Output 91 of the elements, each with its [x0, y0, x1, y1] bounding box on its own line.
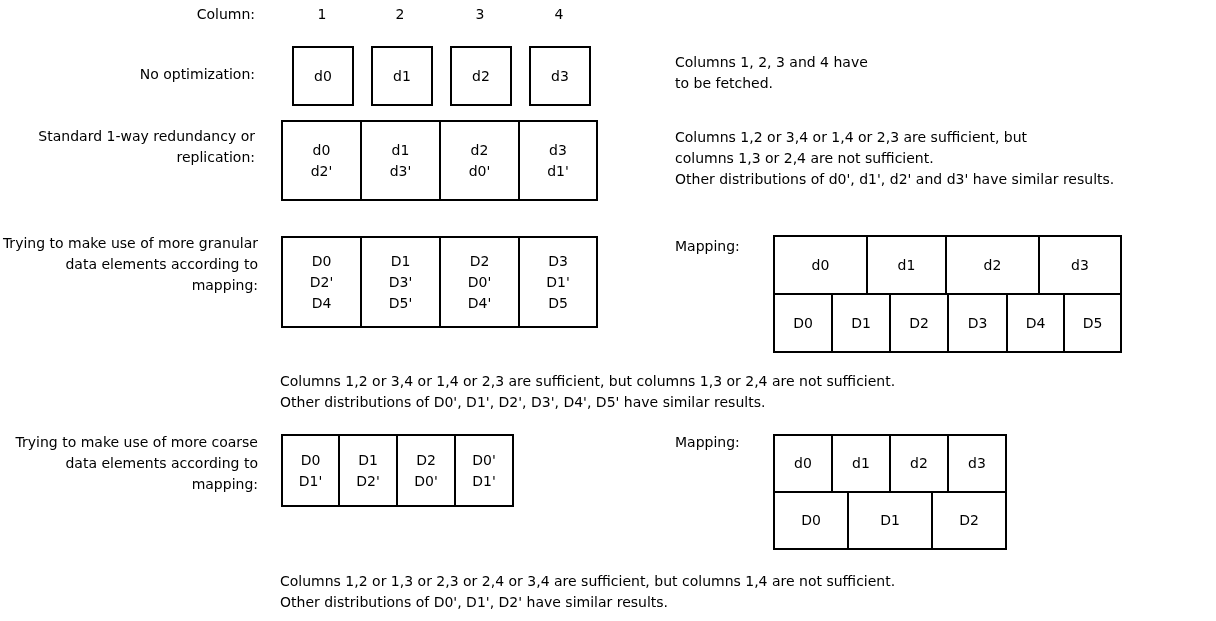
data-element-label: d1 — [391, 140, 410, 160]
data-element-label: d2' — [310, 161, 333, 181]
data-element-label: D1 — [390, 251, 411, 271]
column-number: 4 — [553, 5, 565, 24]
data-block — [360, 236, 441, 328]
row-label: Trying to make use of more granular data elements according to mapping: — [1, 234, 258, 295]
data-element-label: D2 — [469, 251, 490, 271]
data-block — [281, 236, 362, 328]
data-block — [947, 434, 1007, 493]
data-element-label: d0 — [312, 140, 331, 160]
note-text: Columns 1,2 or 3,4 or 1,4 or 2,3 are sufficient, but columns 1,3 or 2,4 are not sufficient. — [675, 128, 1029, 168]
data-element-label: D0 — [793, 313, 813, 333]
note-text: Other distributions of d0', d1', d2' and d3' have similar results. — [675, 170, 1115, 189]
note-text: Columns 1,2 or 3,4 or 1,4 or 2,3 are sufficient, but columns 1,3 or 2,4 are not sufficient. — [280, 372, 896, 391]
data-element-label: d3 — [549, 140, 567, 160]
data-block — [454, 434, 514, 507]
data-block — [281, 434, 340, 507]
data-block — [773, 235, 868, 295]
data-element-label: d2 — [470, 140, 489, 160]
data-element-label: d0' — [468, 161, 491, 181]
data-element-label: D3 — [548, 251, 568, 271]
row-header: Column: — [195, 5, 255, 24]
data-element-label: D5 — [548, 293, 568, 313]
data-block — [281, 120, 362, 201]
data-block — [518, 236, 598, 328]
note-text: Other distributions of D0', D1', D2' have similar results. — [280, 593, 669, 612]
data-element-label: d3 — [551, 66, 569, 86]
data-element-label: D0' — [467, 272, 492, 292]
mapping-label: Mapping: — [675, 237, 740, 256]
data-block — [773, 434, 833, 493]
data-element-label: D1 — [880, 511, 900, 530]
data-block — [292, 46, 354, 106]
data-element-label: d2 — [472, 66, 490, 86]
data-element-label: D5 — [1082, 313, 1103, 333]
column-number: 3 — [474, 5, 486, 24]
data-element-label: D0 — [311, 251, 332, 271]
data-element-label: D1 — [358, 450, 378, 470]
data-block — [450, 46, 512, 106]
data-block — [396, 434, 456, 507]
data-element-label: D0 — [801, 511, 821, 530]
data-block — [931, 491, 1007, 550]
data-element-label: d1 — [393, 66, 411, 86]
data-element-label: D5' — [388, 293, 413, 313]
data-element-label: d2 — [910, 454, 928, 473]
data-block — [773, 491, 849, 550]
note-text: Columns 1, 2, 3 and 4 have to be fetched. — [675, 53, 869, 93]
data-element-label: d3 — [1071, 255, 1089, 275]
data-block — [439, 120, 520, 201]
data-element-label: D2 — [909, 313, 929, 333]
data-element-label: D3 — [967, 313, 988, 333]
data-element-label: D4 — [1025, 313, 1046, 333]
data-element-label: d3' — [389, 161, 412, 181]
column-number: 2 — [394, 5, 406, 24]
data-element-label: D0' — [414, 471, 438, 491]
data-block — [439, 236, 520, 328]
data-element-label: D1' — [298, 471, 323, 491]
data-block — [773, 293, 833, 353]
data-element-label: d1 — [852, 454, 870, 473]
row-label: No optimization: — [138, 65, 255, 84]
note-text: Other distributions of D0', D1', D2', D3', D4', D5' have similar results. — [280, 393, 766, 412]
column-number: 1 — [316, 5, 328, 24]
data-element-label: D2 — [416, 450, 436, 470]
data-element-label: D1' — [472, 471, 496, 491]
data-element-label: d0 — [794, 454, 812, 473]
data-element-label: D4 — [311, 293, 332, 313]
data-element-label: d2 — [983, 255, 1002, 275]
data-element-label: D1' — [546, 272, 570, 292]
data-block — [360, 120, 441, 201]
data-element-label: D2' — [309, 272, 334, 292]
data-element-label: d0 — [811, 255, 830, 275]
data-element-label: d3 — [968, 454, 986, 473]
data-block — [529, 46, 591, 106]
data-element-label: d0 — [314, 66, 332, 86]
data-block — [338, 434, 398, 507]
data-element-label: D4' — [467, 293, 492, 313]
mapping-label: Mapping: — [675, 433, 740, 452]
data-element-label: D0' — [472, 450, 496, 470]
data-element-label: D1 — [851, 313, 871, 333]
data-element-label: D2' — [356, 471, 380, 491]
data-element-label: d1' — [547, 161, 569, 181]
note-text: Columns 1,2 or 1,3 or 2,3 or 2,4 or 3,4 are sufficient, but columns 1,4 are not sufficient. — [280, 572, 896, 591]
data-element-label: d1 — [897, 255, 916, 275]
data-element-label: D2 — [959, 511, 979, 530]
row-label: Trying to make use of more coarse data elements according to mapping: — [14, 433, 258, 494]
data-element-label: D0 — [300, 450, 321, 470]
row-label: Standard 1-way redundancy or replication: — [37, 127, 255, 167]
data-block — [518, 120, 598, 201]
data-element-label: D3' — [388, 272, 413, 292]
data-block — [371, 46, 433, 106]
data-block — [1063, 293, 1122, 353]
data-block — [1038, 235, 1122, 295]
